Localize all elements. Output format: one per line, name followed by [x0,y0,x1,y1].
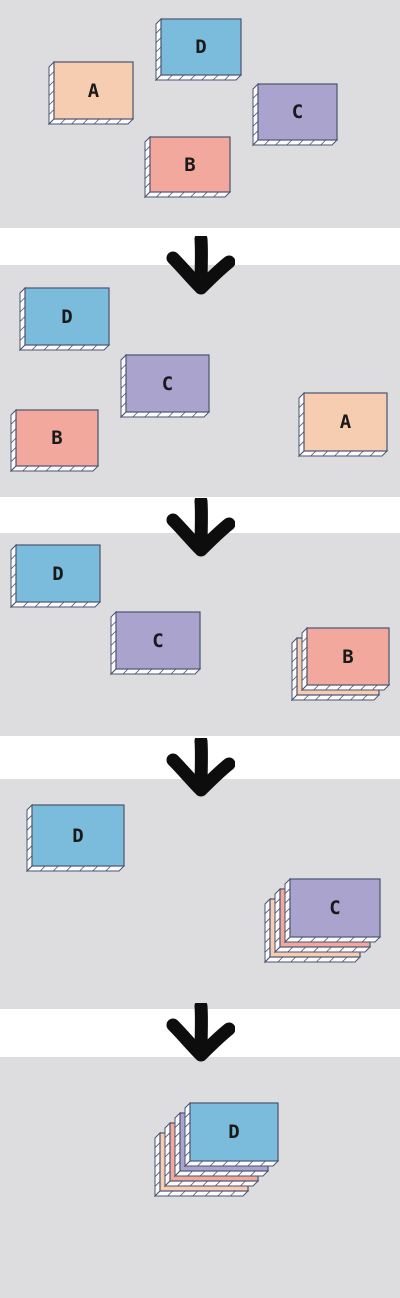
card-d: D [154,17,243,82]
card-label: D [52,562,64,585]
card-b: B [300,626,391,692]
card-label: B [342,645,354,668]
card-label: A [87,79,100,102]
card-label: A [339,411,352,433]
card-a: A [297,391,389,458]
card-label: C [161,372,174,395]
card-d: D [18,286,111,352]
card-c: C [119,353,211,419]
down-arrow-icon [166,498,235,557]
card-label: C [152,629,164,652]
card-a: A [47,60,135,126]
card-d: D [9,543,102,609]
card-label: D [228,1121,240,1143]
card-d: D [183,1101,280,1168]
card-label: B [184,153,196,176]
card-c: C [283,877,382,944]
card-label: D [195,36,207,58]
card-label: C [291,101,304,123]
down-arrow-icon [166,236,235,295]
card-d: D [25,803,126,873]
card-label: D [61,305,73,328]
card-b: B [9,408,100,473]
card-label: C [329,897,341,919]
card-c: C [251,82,339,147]
card-c: C [109,610,202,676]
card-label: D [72,824,84,847]
down-arrow-icon [166,1003,235,1062]
card-label: B [51,427,63,449]
down-arrow-icon [166,738,235,797]
card-b: B [143,135,232,199]
